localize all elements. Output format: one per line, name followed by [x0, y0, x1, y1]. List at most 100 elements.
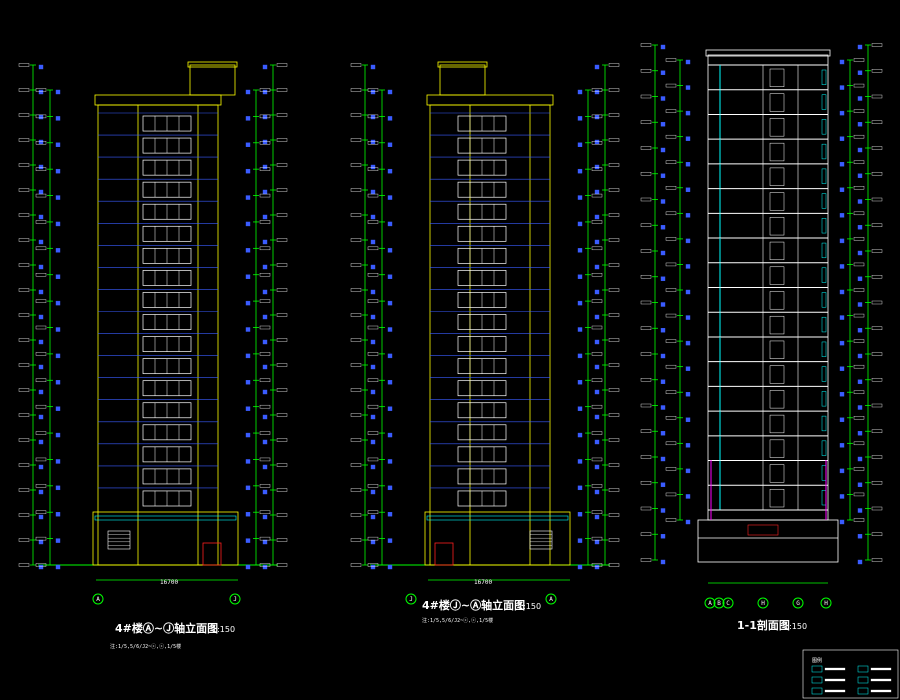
- e1-right-dim-label-mark: [276, 238, 288, 242]
- e1-right-level-marker: [262, 539, 268, 545]
- section-door-opening: [769, 266, 785, 285]
- sect-right-dim-label-mark: [871, 455, 883, 459]
- e2-left-level-marker: [370, 64, 376, 70]
- e1-left-dim-label-mark: [18, 338, 30, 342]
- e1-building-outline: [97, 104, 219, 566]
- e2-left-level-marker: [370, 89, 376, 95]
- e2-podium-band: [426, 515, 569, 521]
- sect-left-level-marker: [660, 44, 666, 50]
- e2-right-inner-dim-label-mark: [591, 114, 603, 119]
- e1-right-level-marker: [262, 139, 268, 145]
- e2-left-inner-level-marker: [387, 300, 393, 306]
- e1-left-inner-dim-label-mark: [35, 404, 47, 409]
- sect-left-inner-dim-label-mark: [665, 518, 677, 522]
- e2-left-inner-level-marker: [387, 380, 393, 385]
- e2-right-inner-level-marker: [577, 195, 583, 200]
- sect-left-inner-level-marker: [685, 238, 691, 244]
- sect-left-level-marker: [660, 482, 666, 487]
- e2-right-level-marker: [594, 89, 600, 95]
- e2-left-inner-level-marker: [387, 274, 393, 279]
- section-window: [821, 465, 827, 481]
- e1-right-dim-label-mark: [276, 513, 288, 517]
- e2-left-level-marker: [370, 189, 376, 195]
- sect-right-inner-level-marker: [839, 238, 845, 244]
- e1-right-inner-dim-label-mark: [259, 352, 271, 356]
- sect-left-dim-label-mark: [640, 352, 652, 356]
- e2-right-dim-label-mark: [608, 163, 620, 167]
- e2-entry-door: [434, 542, 454, 566]
- svg-text:C: C: [726, 600, 730, 607]
- e2-left-inner-dim-label-mark: [367, 352, 379, 356]
- e2-right-inner-dim-label-mark: [591, 457, 603, 462]
- e2-right-inner-dim-label-mark: [591, 273, 603, 277]
- e2-left-inner-dim-label-mark: [367, 193, 379, 198]
- e2-left-level-marker: [370, 139, 376, 145]
- elevation-2-title: 4#楼Ⓙ~Ⓐ轴立面图: [422, 598, 525, 612]
- e1-left-inner-dim-label-mark: [35, 378, 47, 382]
- e2-left-dim-label-mark: [350, 488, 362, 492]
- e2-left-inner-level-marker: [387, 248, 393, 253]
- sect-right-level-marker: [857, 431, 863, 436]
- e2-right-inner-level-marker: [577, 538, 583, 543]
- sect-left-dim-label-mark: [640, 69, 652, 73]
- sect-right-level-marker: [857, 559, 863, 565]
- e1-left-inner-level-marker: [55, 485, 61, 491]
- e2-left-level-marker: [370, 439, 376, 445]
- sect-left-level-marker: [660, 559, 666, 565]
- svg-text:A: A: [708, 600, 712, 607]
- section-window: [821, 316, 827, 333]
- e2-right-level-marker: [594, 539, 600, 545]
- e2-left-level-marker: [370, 114, 376, 120]
- axis-bubble-e1-right: J: [229, 593, 241, 605]
- section-door-opening: [769, 489, 785, 508]
- axis-bubble-e2-right: A: [545, 593, 557, 605]
- section-door-opening: [769, 414, 785, 434]
- e2-right-inner-level-marker: [577, 89, 583, 95]
- e1-left-level-marker: [38, 289, 44, 295]
- sect-right-inner-dim-label-mark: [853, 416, 865, 420]
- e2-right-inner-dim-label-mark: [591, 325, 603, 330]
- e1-right-dim-label-mark: [276, 163, 288, 167]
- e2-right-inner-dim-label-mark: [591, 88, 603, 92]
- e1-left-dim-label-mark: [18, 188, 30, 192]
- e2-left-inner-dim-label-mark: [367, 536, 379, 541]
- section-window: [821, 168, 827, 184]
- e2-left-level-marker: [370, 539, 376, 545]
- legend-swatch: [811, 665, 823, 673]
- sect-left-dim-label-mark: [640, 94, 652, 99]
- e1-right-inner-dim-label-mark: [259, 88, 271, 92]
- sect-left-dim-label-mark: [640, 326, 652, 330]
- e1-right-level-marker: [262, 564, 268, 570]
- elevation-drawing-1: [18, 61, 288, 581]
- e2-right-dim-label-mark: [608, 363, 620, 367]
- sect-left-inner-dim-label-mark: [665, 313, 677, 318]
- svg-text:A: A: [549, 596, 553, 603]
- sect-right-dim-label-mark: [871, 94, 883, 99]
- sect-left-inner-level-marker: [685, 264, 691, 269]
- e2-left-inner-level-marker: [387, 512, 393, 517]
- sect-right-dim-label-mark: [871, 197, 883, 202]
- e2-left-inner-dim-label-mark: [367, 325, 379, 330]
- sect-left-inner-dim-label-mark: [665, 441, 677, 446]
- section-drawing: [640, 43, 883, 584]
- e2-left-dim-label-mark: [350, 363, 362, 367]
- e2-right-dim-label-mark: [608, 563, 620, 567]
- sect-left-inner-dim-label-mark: [665, 160, 677, 164]
- e1-left-level-marker: [38, 564, 44, 570]
- e1-left-level-marker: [38, 114, 44, 120]
- sect-right-inner-level-marker: [839, 443, 845, 448]
- sect-left-dim-label-mark: [640, 300, 652, 305]
- e1-left-inner-dim-label-mark: [35, 431, 47, 435]
- section-scale: 1:150: [784, 622, 807, 631]
- sect-right-inner-level-marker: [839, 110, 845, 116]
- sect-left-inner-dim-label-mark: [665, 262, 677, 267]
- e1-right-dim-label-mark: [276, 388, 288, 392]
- e2-right-inner-level-marker: [577, 116, 583, 121]
- e2-right-inner-level-marker: [577, 564, 583, 570]
- sect-right-dim-label-mark: [871, 378, 883, 382]
- e2-right-dim-label-mark: [608, 288, 620, 292]
- e2-right-inner-level-marker: [577, 221, 583, 227]
- sect-left-level-marker: [660, 431, 666, 436]
- e2-right-dim-label-mark: [608, 413, 620, 417]
- sect-right-level-marker: [857, 44, 863, 50]
